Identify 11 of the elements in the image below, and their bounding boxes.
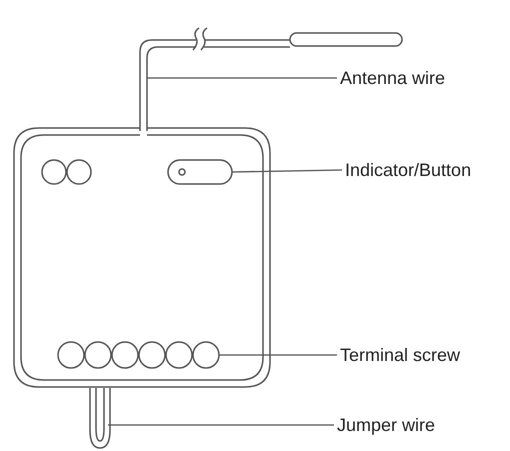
indicator-button xyxy=(167,159,233,185)
part-label: Jumper wire xyxy=(337,414,436,436)
leader-line xyxy=(108,424,334,426)
part-label: Terminal screw xyxy=(340,344,460,366)
leader-line xyxy=(232,169,342,173)
jumper-wire xyxy=(89,387,111,449)
terminal-screw xyxy=(192,341,220,369)
leader-line xyxy=(147,77,337,79)
part-label: Antenna wire xyxy=(340,67,446,89)
part-label: Indicator/Button xyxy=(345,159,472,181)
leader-line xyxy=(219,354,337,356)
